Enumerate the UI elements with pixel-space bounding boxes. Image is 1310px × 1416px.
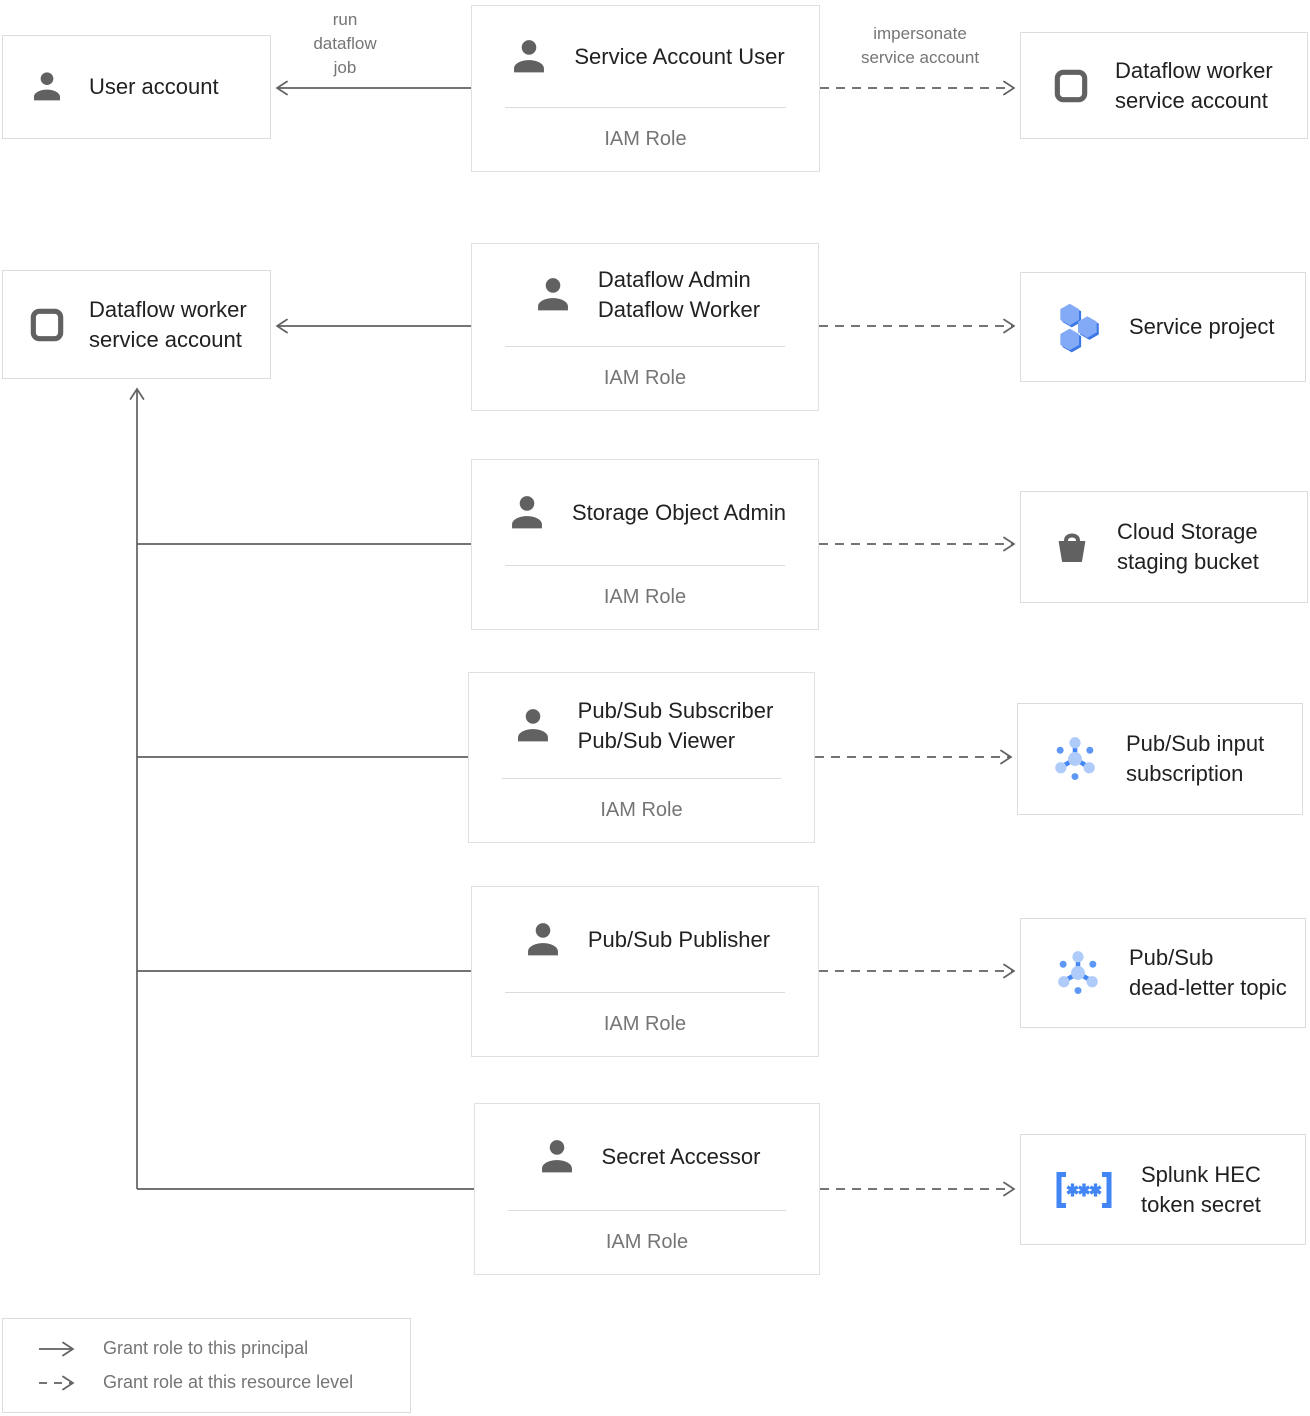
node-label-line: Service project	[1129, 314, 1275, 339]
role-title: Pub/Sub Publisher	[588, 925, 770, 955]
role-title-line: Storage Object Admin	[571, 499, 786, 525]
role-title-line: Secret Accessor	[601, 1144, 761, 1169]
node-label-line: staging bucket	[1117, 549, 1259, 574]
node-label: Service project	[1129, 312, 1275, 342]
divider	[505, 565, 785, 566]
node-pubsub-input-subscription: Pub/Sub input subscription	[1017, 703, 1303, 815]
solid-arrow-icon	[39, 1340, 83, 1358]
role-title: Secret Accessor	[602, 1142, 761, 1172]
node-label-line: Pub/Sub	[1129, 945, 1214, 970]
iam-role-label: IAM Role	[603, 367, 687, 389]
legend: Grant role to this principal Grant role …	[2, 1318, 411, 1413]
role-title-line: Pub/Sub Subscriber	[577, 697, 774, 723]
role-pubsub-publisher: Pub/Sub Publisher IAM Role	[471, 886, 819, 1057]
role-title-line: Service Account User	[574, 43, 785, 69]
node-label-line: Cloud Storage	[1117, 519, 1258, 544]
legend-label: Grant role at this resource level	[103, 1372, 354, 1392]
person-icon	[541, 1140, 572, 1173]
node-label-line: Dataflow worker	[1115, 57, 1273, 83]
node-pubsub-dead-letter-topic: Pub/Sub dead-letter topic	[1020, 918, 1306, 1028]
node-label: Cloud Storage staging bucket	[1117, 517, 1259, 577]
edge-label-run-dataflow-job: run dataflow job	[285, 8, 405, 80]
node-label-line: service account	[89, 326, 242, 352]
edge-label-line: run	[332, 10, 358, 29]
iam-role-label: IAM Role	[600, 799, 683, 821]
secret-brackets-icon	[1056, 1171, 1112, 1208]
iam-role-label: IAM Role	[605, 1231, 689, 1253]
node-label-line: token secret	[1141, 1191, 1261, 1217]
person-icon	[34, 72, 60, 101]
storage-bucket-icon	[1058, 533, 1086, 563]
iam-role-label: IAM Role	[604, 128, 687, 150]
role-title-line: Pub/Sub Publisher	[587, 926, 771, 952]
edge-label-line: job	[333, 58, 357, 77]
node-label-line: User account	[89, 74, 219, 99]
role-pubsub-subscriber-viewer: Pub/Sub Subscriber Pub/Sub Viewer IAM Ro…	[468, 672, 815, 843]
role-title: Storage Object Admin	[572, 498, 786, 528]
pubsub-icon	[1055, 737, 1095, 781]
legend-row-dashed: Grant role at this resource level	[3, 1372, 410, 1393]
role-title: Dataflow Admin Dataflow Worker	[598, 265, 760, 325]
node-label: Pub/Sub dead-letter topic	[1129, 943, 1287, 1003]
divider	[505, 992, 785, 993]
node-label: Dataflow worker service account	[89, 295, 247, 355]
project-hexagons-icon	[1060, 303, 1099, 353]
divider	[508, 1210, 786, 1211]
divider	[505, 107, 786, 108]
role-title-line: Pub/Sub Viewer	[577, 727, 736, 753]
person-icon	[514, 39, 545, 72]
legend-row-solid: Grant role to this principal	[3, 1338, 410, 1359]
node-cloud-storage-bucket: Cloud Storage staging bucket	[1020, 491, 1308, 603]
node-service-project: Service project	[1020, 272, 1306, 382]
iam-role-label: IAM Role	[603, 586, 687, 608]
node-label: Dataflow worker service account	[1115, 56, 1273, 116]
node-label-line: dead-letter topic	[1129, 975, 1287, 1000]
role-service-account-user: Service Account User IAM Role	[471, 5, 820, 172]
divider	[505, 346, 785, 347]
role-storage-object-admin: Storage Object Admin IAM Role	[471, 459, 819, 630]
person-icon	[527, 922, 558, 955]
edge-label-line: impersonate	[873, 24, 967, 43]
iam-role-label: IAM Role	[603, 1013, 687, 1035]
role-dataflow-admin-worker: Dataflow Admin Dataflow Worker IAM Role	[471, 243, 819, 411]
node-label: Splunk HEC token secret	[1141, 1160, 1261, 1220]
person-icon	[512, 495, 542, 528]
legend-label: Grant role to this principal	[103, 1338, 309, 1358]
role-title: Service Account User	[574, 42, 784, 72]
node-label: User account	[89, 72, 219, 102]
service-account-icon	[1054, 69, 1088, 102]
role-title: Pub/Sub Subscriber Pub/Sub Viewer	[578, 696, 774, 756]
dashed-arrow-icon	[39, 1374, 83, 1392]
node-label-line: Pub/Sub input	[1126, 731, 1265, 756]
service-account-icon	[30, 308, 64, 341]
divider	[502, 778, 781, 779]
edge-label-line: service account	[860, 48, 980, 67]
node-label-line: service account	[1115, 87, 1268, 113]
node-dataflow-worker-sa-top: Dataflow worker service account	[1020, 32, 1308, 139]
node-dataflow-worker-sa-left: Dataflow worker service account	[2, 270, 271, 379]
node-label-line: subscription	[1126, 761, 1244, 786]
role-title-line: Dataflow Admin	[597, 267, 751, 292]
node-label: Pub/Sub input subscription	[1126, 729, 1264, 789]
edge-label-line: dataflow	[313, 34, 377, 53]
node-label-line: Splunk HEC	[1141, 1161, 1261, 1187]
role-secret-accessor: Secret Accessor IAM Role	[474, 1103, 820, 1275]
role-title-line: Dataflow Worker	[597, 297, 761, 322]
node-user-account: User account	[2, 35, 271, 139]
edge-label-impersonate-service-account: impersonate service account	[830, 22, 1010, 70]
person-icon	[537, 278, 568, 311]
node-label-line: Dataflow worker	[89, 296, 247, 322]
node-splunk-hec-token-secret: Splunk HEC token secret	[1020, 1134, 1306, 1245]
pubsub-icon	[1058, 951, 1098, 995]
person-icon	[517, 708, 548, 741]
